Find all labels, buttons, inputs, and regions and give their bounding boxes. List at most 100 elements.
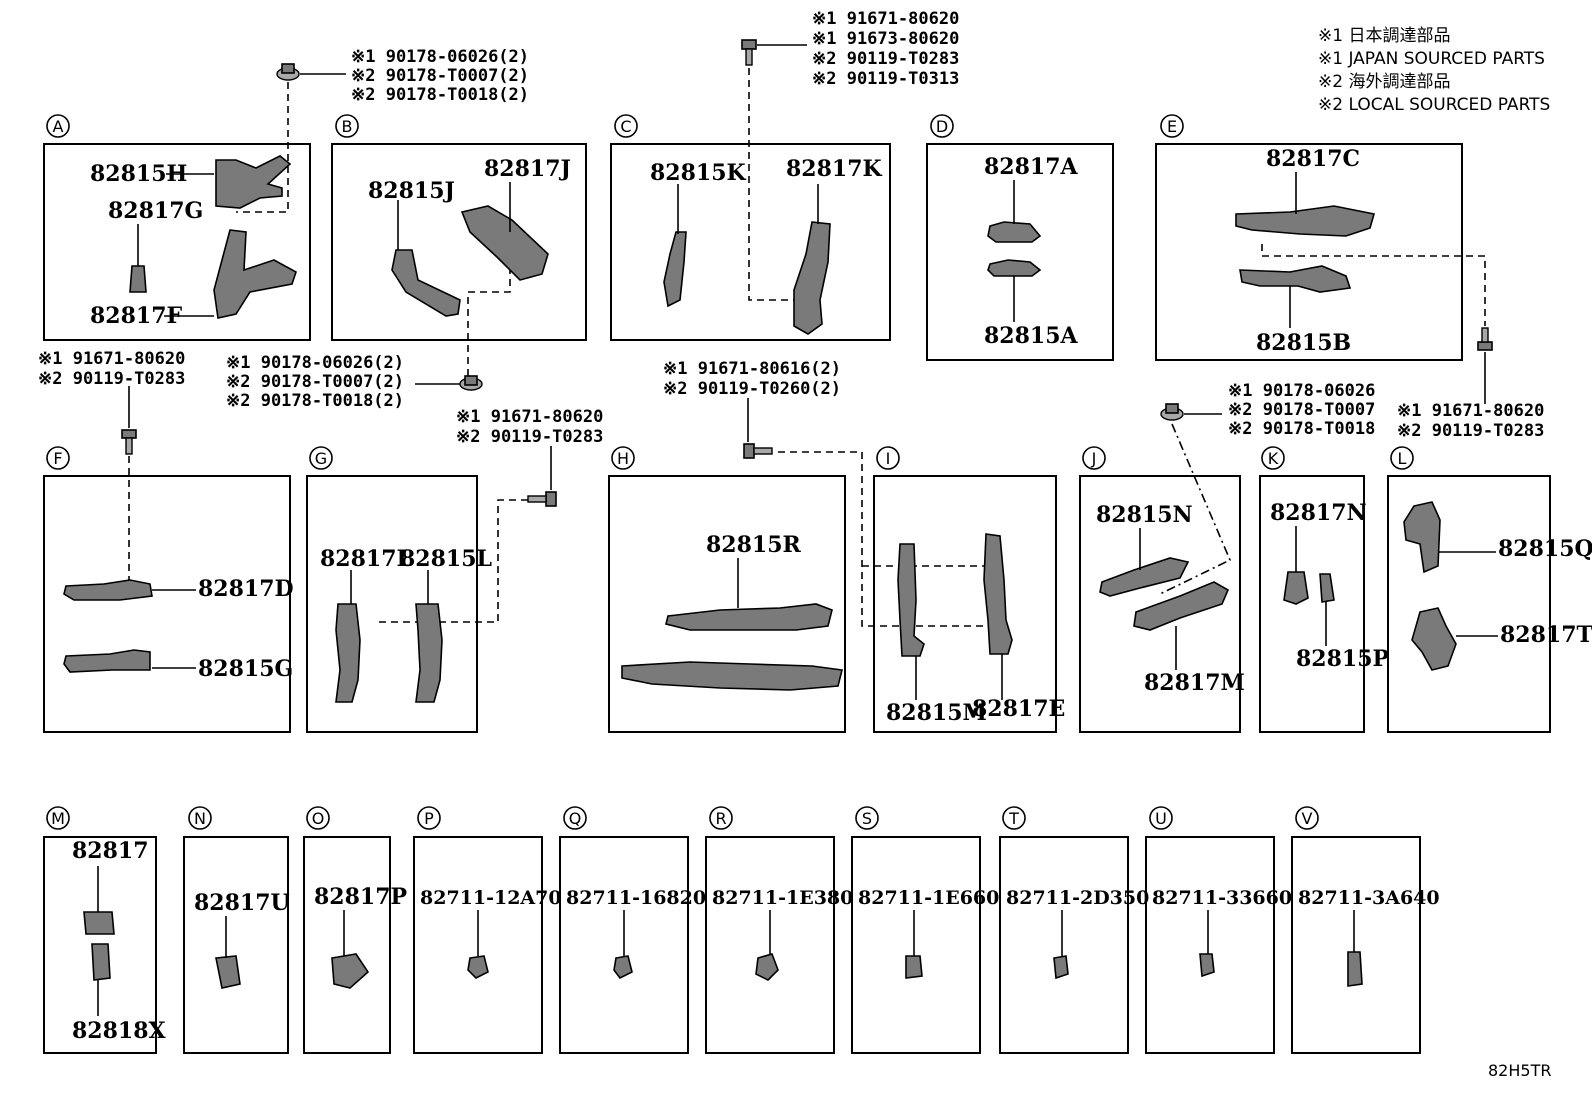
part-82817d-shape [63,579,153,601]
panel-q-box [559,836,689,1054]
svg-text:※2 90178-T0007: ※2 90178-T0007 [1228,400,1375,420]
label-82711-2d350: 82711-2D350 [1006,887,1149,909]
svg-text:※1 90178-06026(2): ※1 90178-06026(2) [351,47,529,67]
part-82817j-shape [460,205,549,281]
svg-text:※2 90178-T0018(2): ※2 90178-T0018(2) [351,85,529,105]
diagram-code: 82H5TR [1488,1061,1551,1080]
panel-s-letter: S [855,806,879,830]
svg-text:L: L [1398,449,1407,468]
legend-line-1: ※1 日本調達部品 [1318,26,1450,46]
panel-r-letter: R [709,806,733,830]
svg-text:V: V [1302,809,1313,828]
panel-j-box [1079,475,1241,733]
label-82817k: 82817K [786,156,883,182]
bolt-g-icon [527,491,557,507]
label-82817g: 82817G [108,198,203,224]
part-82711-12a70-shape [467,955,489,979]
panel-d-letter: D [930,114,954,138]
label-82817c: 82817C [1266,146,1360,172]
bolt-e-note: ※1 91671-80620 ※2 90119-T0283 [1397,401,1544,441]
label-82711-12a70: 82711-12A70 [420,887,562,909]
label-82815j: 82815J [368,178,455,204]
svg-text:N: N [194,809,206,828]
svg-text:E: E [1167,117,1177,136]
svg-text:K: K [1268,449,1279,468]
label-82815r: 82815R [706,532,802,558]
part-82711-1e660-shape [905,955,923,979]
part-82817c-shape [1235,205,1376,237]
label-82711-16820: 82711-16820 [566,887,706,909]
svg-text:※1 91671-80620: ※1 91671-80620 [1397,401,1544,421]
panel-p-box [413,836,543,1054]
panel-boxes [43,143,1551,1054]
part-82817n-shape [1283,571,1309,605]
part-82817g-shape [129,265,147,293]
fastener-notes: ※1 90178-06026(2) ※2 90178-T0007(2) ※2 9… [38,9,1544,447]
part-82815n-shape [1099,557,1190,597]
label-82817n: 82817N [1270,500,1367,526]
dashed-lines [128,68,1486,627]
panel-t-letter: T [1002,806,1026,830]
bolt-e-icon [1477,327,1493,351]
label-82817u: 82817U [194,890,290,916]
fasteners [121,39,1493,507]
part-82817a-shape [987,221,1042,243]
part-labels: 82815H 82817G 82817F 82815J 82817J 82815… [72,146,1592,1044]
part-82815p-shape [1319,573,1335,603]
parts [63,155,1457,989]
bolt-h-note: ※1 91671-80616(2) ※2 90119-T0260(2) [663,359,841,399]
nut-a-note: ※1 90178-06026(2) ※2 90178-T0007(2) ※2 9… [351,47,529,105]
svg-text:I: I [886,449,891,468]
svg-text:※1 90178-06026(2): ※1 90178-06026(2) [226,353,404,373]
part-82815h-shape [215,155,292,209]
panel-o-box [303,836,391,1054]
svg-text:※2 90119-T0283: ※2 90119-T0283 [456,427,603,447]
svg-text:F: F [53,449,62,468]
label-82711-1e380: 82711-1E380 [712,887,853,909]
panel-l-box [1387,475,1551,733]
legend-line-3: ※2 海外調達部品 [1318,72,1450,92]
part-82817m-shape [1133,581,1230,631]
part-82815b-shape [1239,265,1352,293]
svg-text:C: C [620,117,631,136]
label-82817p: 82817P [314,884,407,910]
label-82711-3a640: 82711-3A640 [1298,887,1440,909]
panel-j-letter: J [1082,446,1106,470]
label-82817e: 82817E [972,696,1065,722]
part-82815l-shape [415,603,443,703]
svg-text:※2 90119-T0260(2): ※2 90119-T0260(2) [663,379,841,399]
part-82817t-shape [1411,607,1457,671]
panel-v-box [1291,836,1421,1054]
label-82815k: 82815K [650,160,747,186]
panel-t-box [999,836,1129,1054]
label-82817d: 82817D [198,576,294,602]
panel-e-letter: E [1160,114,1184,138]
panel-d-box [926,143,1114,361]
panel-r-box [705,836,835,1054]
legend-line-2: ※1 JAPAN SOURCED PARTS [1318,49,1545,69]
label-82815h: 82815H [90,161,187,187]
panel-n-letter: N [188,806,212,830]
part-82815r-shape [665,603,833,631]
bolt-g-note: ※1 91671-80620 ※2 90119-T0283 [456,407,603,447]
label-82817m: 82817M [1144,670,1245,696]
part-82815r-lower-shape [621,661,843,691]
svg-text:※1 91671-80620: ※1 91671-80620 [456,407,603,427]
panel-u-letter: U [1149,806,1173,830]
panel-a-box [43,143,311,341]
label-82711-33660: 82711-33660 [1152,887,1292,909]
panel-e-box [1155,143,1463,361]
label-82817l: 82817L [320,546,412,572]
label-82815a: 82815A [984,323,1079,349]
part-82815a-shape [987,259,1042,277]
svg-text:※1 91671-80620: ※1 91671-80620 [38,349,185,369]
label-82815p: 82815P [1296,646,1389,672]
svg-text:T: T [1008,809,1019,828]
panel-c-box [610,143,891,341]
legend: ※1 日本調達部品 ※1 JAPAN SOURCED PARTS ※2 海外調達… [1318,26,1550,115]
nut-j-note: ※1 90178-06026 ※2 90178-T0007 ※2 90178-T… [1228,381,1375,439]
panel-q-letter: Q [563,806,587,830]
nut-j-icon [1160,403,1184,421]
panel-a-letter: A [46,114,70,138]
